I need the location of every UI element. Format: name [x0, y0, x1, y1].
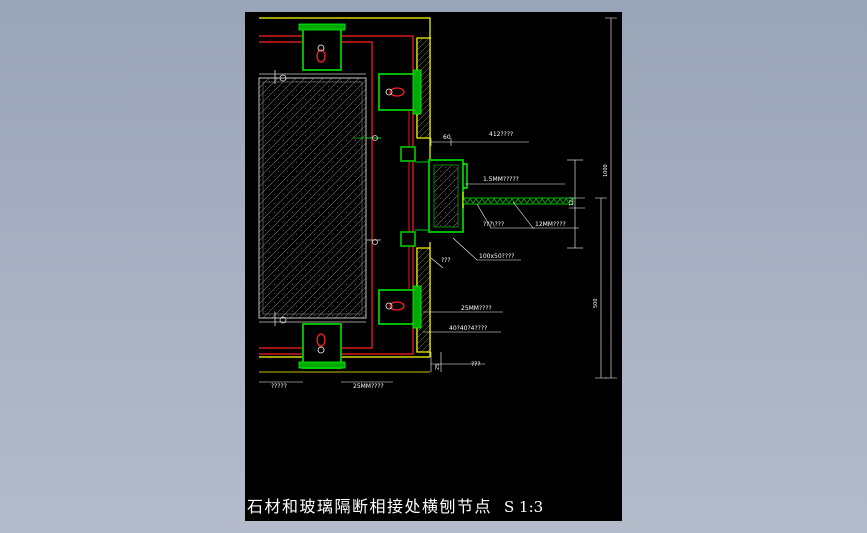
- label-left-q: ???: [441, 257, 451, 264]
- label-60: 60: [443, 134, 451, 141]
- cad-viewport[interactable]: 60 412???? 1.5MM????? 12MM???? ???\??? 1…: [245, 12, 622, 521]
- stone-bracket-top: [298, 23, 346, 71]
- dim-12: 12: [569, 200, 575, 206]
- label-412: 412????: [489, 131, 513, 138]
- label-q3: ???: [471, 361, 481, 368]
- dimension-lines: [430, 17, 617, 379]
- partition-joint: [400, 146, 574, 247]
- dim-500: 500: [593, 298, 599, 308]
- annotations: 60 412???? 1.5MM????? 12MM???? ???\??? 1…: [271, 131, 609, 390]
- label-40x40: 40?40?4????: [449, 325, 487, 332]
- label-bottom-q: ?????: [271, 383, 287, 390]
- title-text: 石材和玻璃隔断相接处横刨节点: [247, 497, 493, 516]
- label-100x50: 100x50????: [479, 253, 514, 260]
- label-bottom-25mm: 25MM????: [353, 383, 384, 390]
- cad-section-drawing: 60 412???? 1.5MM????? 12MM???? ???\??? 1…: [258, 17, 617, 390]
- leader-lines: [259, 138, 579, 383]
- label-25mm-a: 25MM????: [461, 305, 492, 312]
- stone-bracket-lower-right: [378, 285, 422, 329]
- label-12mm: 12MM????: [535, 221, 566, 228]
- drawing-title: 石材和玻璃隔断相接处横刨节点 S 1:3: [247, 493, 619, 517]
- title-scale: S 1:3: [504, 498, 544, 516]
- glass-panel: [258, 77, 367, 319]
- dim-1000: 1000: [603, 164, 609, 177]
- label-mid: ???\???: [483, 221, 504, 228]
- dim-25: 25: [435, 364, 441, 370]
- stone-bracket-bottom: [298, 323, 346, 369]
- stone-bracket-upper-right: [378, 69, 422, 115]
- glass-bolts: [274, 70, 381, 326]
- label-15mm: 1.5MM?????: [483, 176, 519, 183]
